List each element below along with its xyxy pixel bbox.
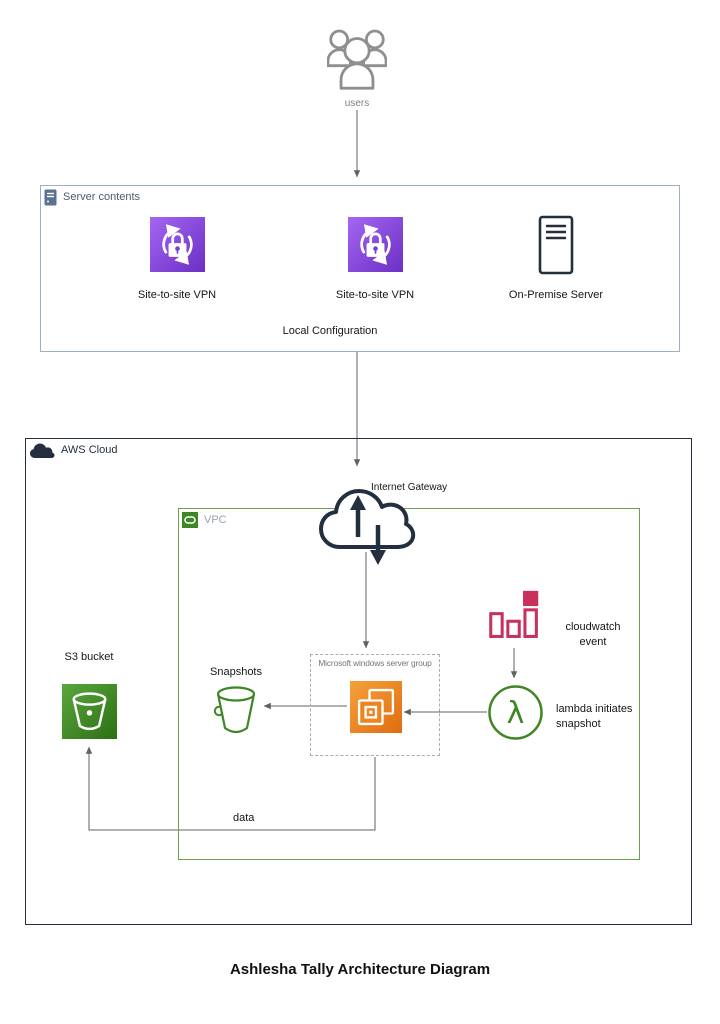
cloudwatch-event-icon — [489, 590, 539, 638]
aws-cloud-group: AWS Cloud — [25, 438, 692, 925]
aws-cloud-icon — [30, 443, 55, 458]
vpc-icon — [182, 512, 198, 528]
snapshots-label: Snapshots — [210, 666, 262, 678]
server-contents-icon — [44, 189, 57, 206]
site-to-site-vpn-icon — [162, 224, 193, 265]
diagram-title: Ashlesha Tally Architecture Diagram — [229, 961, 491, 978]
aws-cloud-header: AWS Cloud — [26, 439, 691, 459]
data-flow-label: data — [233, 812, 255, 824]
lambda-icon: λ — [488, 685, 543, 740]
aws-cloud-title: AWS Cloud — [61, 444, 118, 456]
ec2-instances-icon — [357, 688, 395, 726]
windows-server-group: Microsoft windows server group — [310, 654, 440, 756]
cloudwatch-event-label: cloudwatch event — [565, 621, 621, 648]
local-configuration-label: Local Configuration — [282, 325, 378, 337]
internet-gateway-label: Internet Gateway — [371, 482, 448, 493]
internet-gateway-icon — [319, 489, 416, 565]
server-contents-title: Server contents — [63, 191, 141, 203]
server-contents-group: Server contents — [40, 185, 680, 352]
windows-server-group-label: Microsoft windows server group — [318, 658, 432, 668]
site-to-site-vpn-label-right: Site-to-site VPN — [335, 289, 415, 301]
lambda-symbol: λ — [507, 696, 525, 731]
s3-bucket-icon — [72, 692, 107, 731]
users-label: users — [344, 98, 370, 109]
lambda-label: lambda initiates snapshot — [556, 703, 633, 730]
vpc-title: VPC — [204, 514, 227, 526]
server-contents-header: Server contents — [41, 186, 679, 206]
site-to-site-vpn-label-left: Site-to-site VPN — [137, 289, 217, 301]
ec2-instance-node — [350, 681, 402, 733]
on-premise-server-label: On-Premise Server — [508, 289, 604, 301]
vpc-header: VPC — [179, 509, 639, 529]
vpc-group: VPC — [178, 508, 640, 860]
s3-bucket-node — [62, 684, 117, 739]
edge-windows-group-to-s3 — [85, 746, 376, 831]
site-to-site-vpn-icon — [360, 224, 391, 265]
s3-bucket-label: S3 bucket — [64, 651, 114, 663]
users-icon — [327, 29, 387, 90]
on-premise-server-icon — [538, 215, 574, 275]
snapshots-bucket-icon — [213, 686, 256, 734]
site-to-site-vpn-node-right — [348, 217, 403, 272]
site-to-site-vpn-node-left — [150, 217, 205, 272]
